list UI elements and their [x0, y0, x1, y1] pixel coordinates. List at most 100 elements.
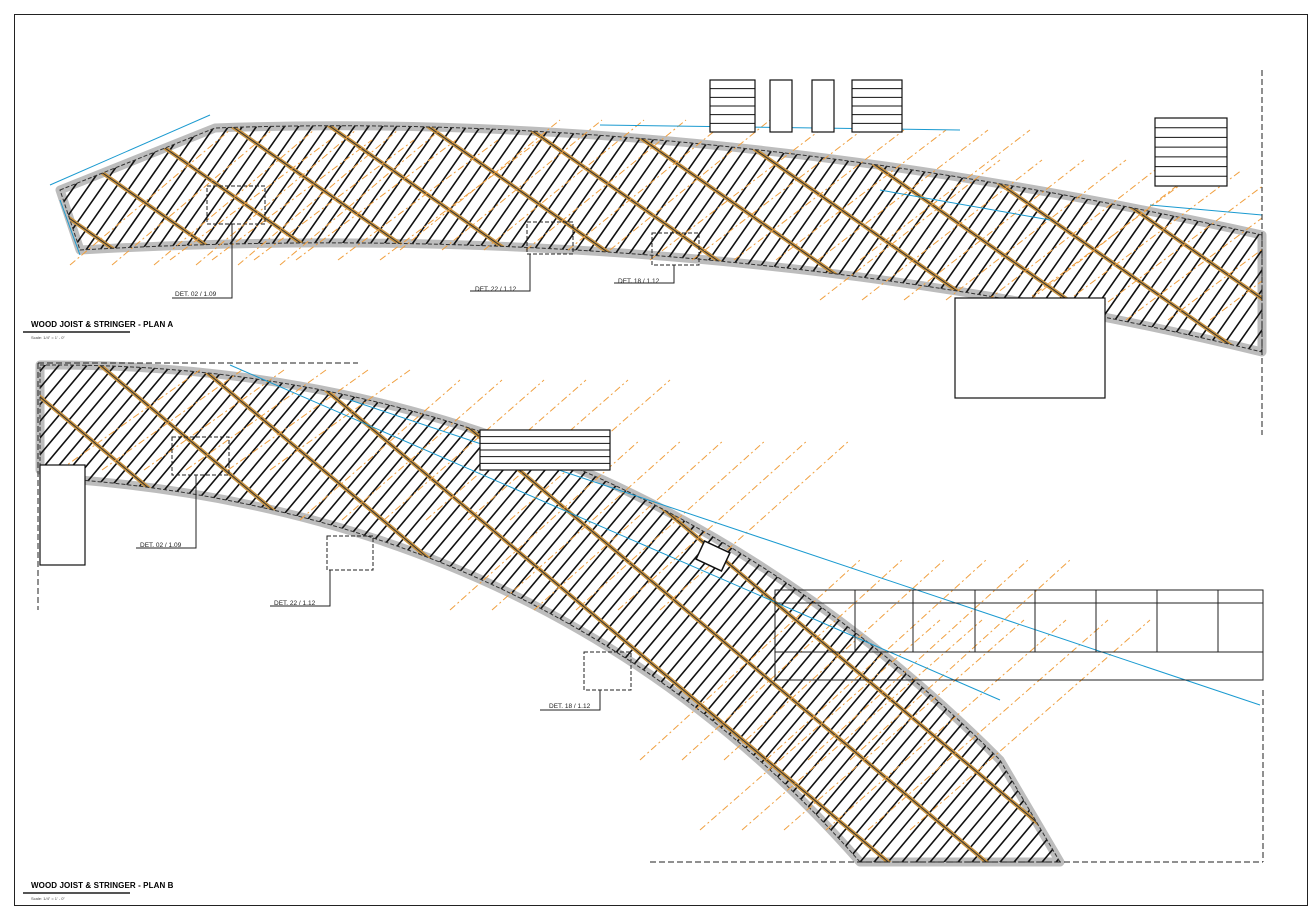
- joist-line: [40, 364, 97, 428]
- joist-line: [1010, 562, 1060, 862]
- joist-line: [100, 364, 531, 862]
- joist-line: [912, 445, 1060, 862]
- gridline: [1167, 249, 1263, 321]
- joist-line: [40, 364, 461, 862]
- gridline: [195, 129, 357, 266]
- gridline: [691, 129, 863, 261]
- plan-a-title: WOOD JOIST & STRINGER - PLAN A: [31, 320, 174, 329]
- bench-seat: [769, 79, 793, 133]
- joist-line: [1257, 345, 1262, 352]
- joist-line: [767, 125, 945, 352]
- gridline: [723, 559, 945, 761]
- joist-line: [40, 364, 139, 478]
- detail-box: [526, 221, 574, 255]
- gridline: [783, 619, 1025, 831]
- gridline: [491, 439, 683, 611]
- joist-line: [940, 479, 1060, 862]
- stringer-core: [40, 474, 502, 862]
- detail-leader: [614, 265, 675, 284]
- dimension-line: [49, 114, 211, 186]
- joist-line: [137, 125, 315, 352]
- detail-callout-a-3[interactable]: DET. 18 / 1.12: [618, 278, 660, 285]
- gridline: [533, 439, 725, 611]
- gridline: [237, 129, 399, 266]
- joist-line: [40, 364, 433, 829]
- joist-group: [40, 355, 1265, 866]
- stringer-core: [773, 364, 1060, 768]
- plan-b-drawing: [35, 355, 1265, 867]
- dimension-line: [1149, 204, 1263, 216]
- gridline: [295, 139, 457, 261]
- joist-line: [403, 125, 581, 352]
- joist-line: [1109, 680, 1265, 866]
- bench-seat: [811, 79, 835, 133]
- gridline: [299, 379, 461, 521]
- joist-line: [1052, 612, 1060, 862]
- detail-callout-a-2[interactable]: DET. 22 / 1.12: [475, 286, 517, 293]
- joist-line: [646, 364, 1060, 862]
- detail-callout-a-1[interactable]: DET. 02 / 1.09: [175, 291, 217, 298]
- stringer-line: [60, 275, 170, 352]
- gridline: [945, 159, 1127, 301]
- title-underline: [23, 892, 130, 894]
- gridline: [819, 159, 1001, 301]
- joist-line: [674, 364, 1060, 862]
- gridline: [775, 129, 947, 261]
- gridline: [765, 559, 987, 761]
- gridline: [483, 119, 645, 251]
- detail-callout-b-1[interactable]: DET. 02 / 1.09: [140, 542, 182, 549]
- gridline: [379, 139, 541, 261]
- joist-line: [926, 462, 1060, 862]
- joist-line: [884, 412, 1060, 862]
- stringer-core: [1166, 355, 1265, 438]
- joist-line: [1207, 797, 1265, 866]
- joist-line: [40, 364, 125, 462]
- gridline: [699, 619, 941, 831]
- gridline: [279, 129, 441, 266]
- joist-line: [473, 125, 651, 352]
- joist-line: [249, 125, 427, 352]
- detail-callout-b-3[interactable]: DET. 18 / 1.12: [549, 703, 591, 710]
- plan-b-title: WOOD JOIST & STRINGER - PLAN B: [31, 881, 174, 890]
- detail-callout-b-2[interactable]: DET. 22 / 1.12: [274, 600, 316, 607]
- dimension-line: [879, 189, 1051, 221]
- joist-line: [44, 364, 475, 862]
- gridline: [987, 159, 1169, 301]
- joist-line: [795, 125, 973, 352]
- detail-box: [583, 651, 632, 691]
- joist-line: [179, 125, 357, 352]
- gridline: [143, 369, 285, 471]
- stringer-core: [60, 207, 267, 352]
- dimension-line: [229, 364, 1001, 701]
- joist-line: [1193, 780, 1265, 866]
- gridline: [825, 619, 1067, 831]
- gridline: [999, 169, 1201, 321]
- joist-line: [842, 364, 1060, 862]
- joist-line: [58, 364, 489, 862]
- stringer-line: [674, 364, 1060, 851]
- stringer-line: [40, 473, 503, 862]
- stair-plan-a: [1154, 117, 1228, 187]
- joist-line: [40, 364, 419, 812]
- joist-line: [739, 125, 917, 352]
- stringer-core: [283, 364, 894, 862]
- joist-line: [1123, 697, 1265, 866]
- gridline: [101, 369, 243, 471]
- joist-line: [207, 125, 385, 352]
- joist-line: [347, 125, 525, 352]
- gridline: [807, 559, 1029, 761]
- gridline: [1041, 169, 1243, 321]
- joist-line: [40, 364, 391, 779]
- band-outline: [39, 364, 1061, 863]
- joist-line: [1263, 863, 1265, 866]
- joist-line: [856, 379, 1060, 862]
- joist-line: [1137, 713, 1265, 866]
- joist-line: [515, 125, 693, 352]
- joist-line: [1179, 763, 1265, 866]
- joist-line: [40, 364, 405, 795]
- plan-a-scale: Scale: 1/4" = 1' - 0": [31, 335, 65, 340]
- joist-line: [40, 364, 111, 445]
- joist-line: [660, 364, 1060, 862]
- joist-line: [711, 125, 889, 352]
- gridline: [253, 139, 415, 261]
